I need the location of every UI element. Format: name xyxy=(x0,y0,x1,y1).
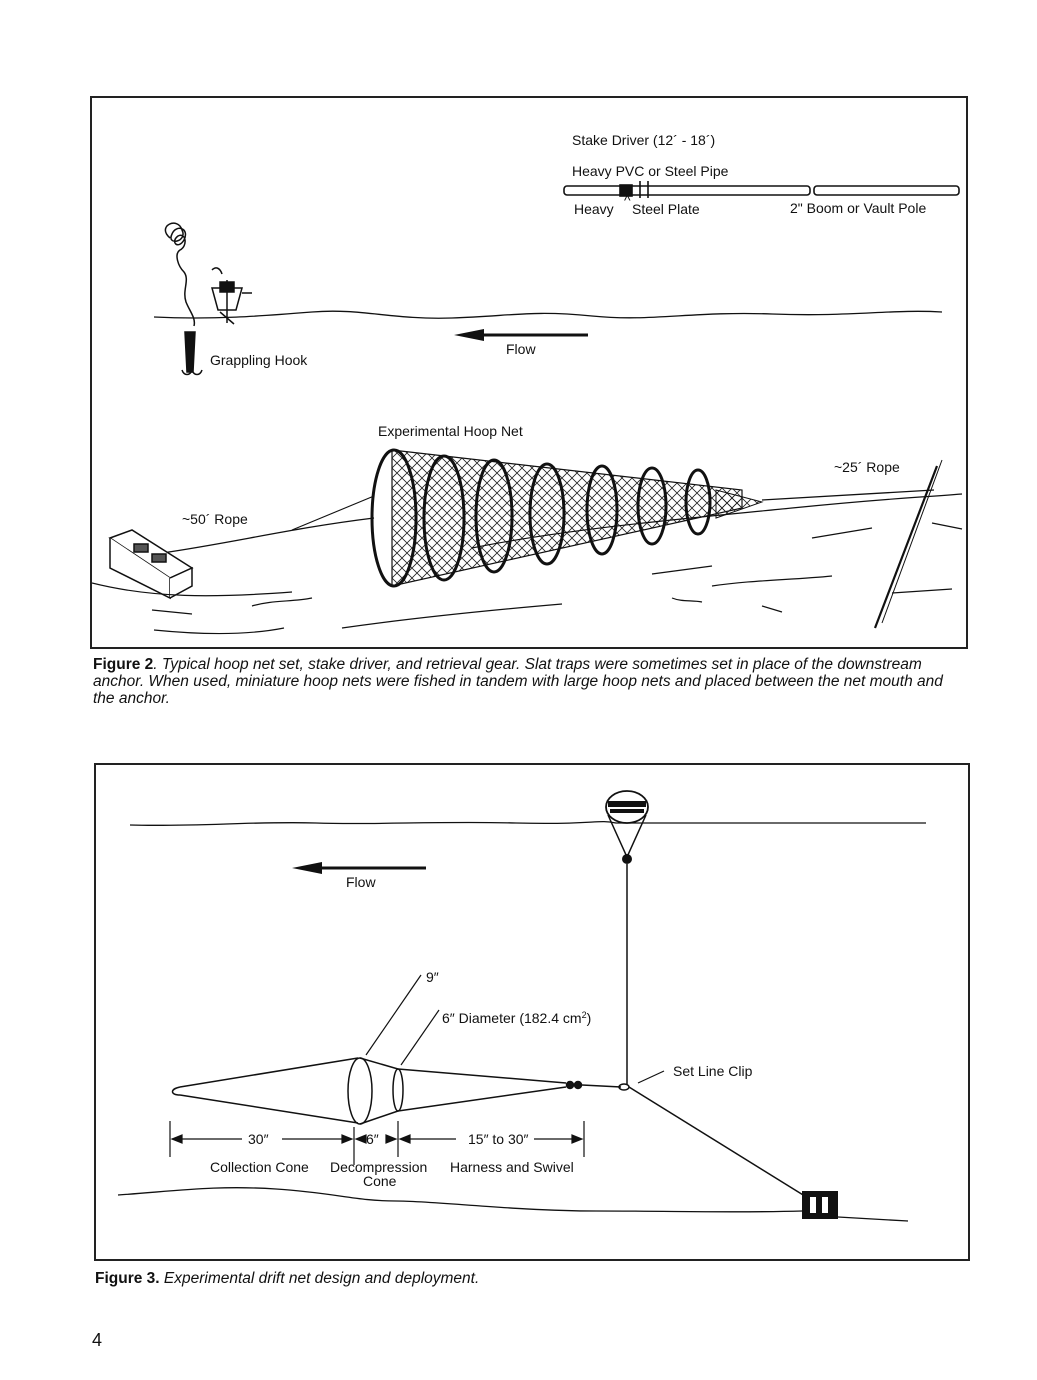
boat-lantern-icon xyxy=(211,267,252,325)
rope-50-label: ~50´ Rope xyxy=(182,511,248,527)
grappling-hook-label: Grappling Hook xyxy=(210,352,308,368)
collection-cone-label: Collection Cone xyxy=(210,1159,309,1175)
figure-3-drawing: Flow 9″ 6″ Dia xyxy=(117,790,926,1222)
dim-15-30-label: 15″ to 30″ xyxy=(468,1131,529,1147)
set-line-clip-label: Set Line Clip xyxy=(673,1063,753,1079)
buoy-icon xyxy=(605,790,649,1085)
boom-pole-label: 2" Boom or Vault Pole xyxy=(790,200,926,216)
dim-30-label: 30″ xyxy=(248,1131,269,1147)
flow-arrow-fig2 xyxy=(454,329,588,341)
page-number: 4 xyxy=(92,1330,103,1350)
rope-25-label: ~25´ Rope xyxy=(834,459,900,475)
flow-arrow-fig3 xyxy=(292,862,426,874)
figure-3-caption: Figure 3. Experimental drift net design … xyxy=(95,1270,955,1287)
figure-3-panel: Flow 9″ 6″ Dia xyxy=(94,763,970,1261)
hoop-net-icon xyxy=(370,448,764,588)
steel-plate-label: Steel Plate xyxy=(632,201,700,217)
grappling-hook-icon xyxy=(164,222,203,376)
riverbed-line-fig3 xyxy=(117,1187,909,1222)
stake-icon xyxy=(873,459,943,629)
figure-2-caption-text: . Typical hoop net set, stake driver, an… xyxy=(93,656,943,707)
flow-label-fig2: Flow xyxy=(506,341,536,357)
rope-25-line xyxy=(761,489,935,501)
flow-label-fig3: Flow xyxy=(346,874,376,890)
water-surface-line-fig3 xyxy=(129,820,926,827)
pvc-pipe-label: Heavy PVC or Steel Pipe xyxy=(572,163,729,179)
dim-6-label: 6″ xyxy=(366,1131,379,1147)
figure-2-panel: Stake Driver (12´ - 18´) Heavy PVC or St… xyxy=(90,96,968,649)
dimension-line xyxy=(169,1121,585,1165)
nine-inch-label: 9″ xyxy=(426,969,439,985)
drift-net-icon xyxy=(171,1057,809,1199)
anchor-weight-icon xyxy=(802,1191,838,1219)
decompression-cone-label-2: Cone xyxy=(363,1173,397,1189)
figure-3-caption-label: Figure 3. xyxy=(95,1270,160,1287)
figure-2-drawing: Stake Driver (12´ - 18´) Heavy PVC or St… xyxy=(92,132,963,635)
svg-text:^: ^ xyxy=(624,192,631,208)
diameter-label: 6″ Diameter (182.4 cm2) xyxy=(442,1010,591,1026)
rope-50-line xyxy=(161,517,375,554)
hoop-net-label: Experimental Hoop Net xyxy=(378,423,523,439)
dimension-leaders xyxy=(365,974,665,1084)
figure-2-caption-label: Figure 2 xyxy=(93,656,154,673)
stake-driver-pipe xyxy=(563,181,960,198)
anchor-block-icon xyxy=(108,529,194,600)
riverbed-lines xyxy=(92,493,963,635)
figure-2-caption: Figure 2. Typical hoop net set, stake dr… xyxy=(93,656,953,707)
water-surface-line xyxy=(153,310,943,319)
stake-driver-label: Stake Driver (12´ - 18´) xyxy=(572,132,715,148)
harness-swivel-label: Harness and Swivel xyxy=(450,1159,574,1175)
heavy-label: Heavy xyxy=(574,201,614,217)
figure-3-caption-text: Experimental drift net design and deploy… xyxy=(159,1270,480,1287)
decompression-cone-label-1: Decompression xyxy=(330,1159,427,1175)
